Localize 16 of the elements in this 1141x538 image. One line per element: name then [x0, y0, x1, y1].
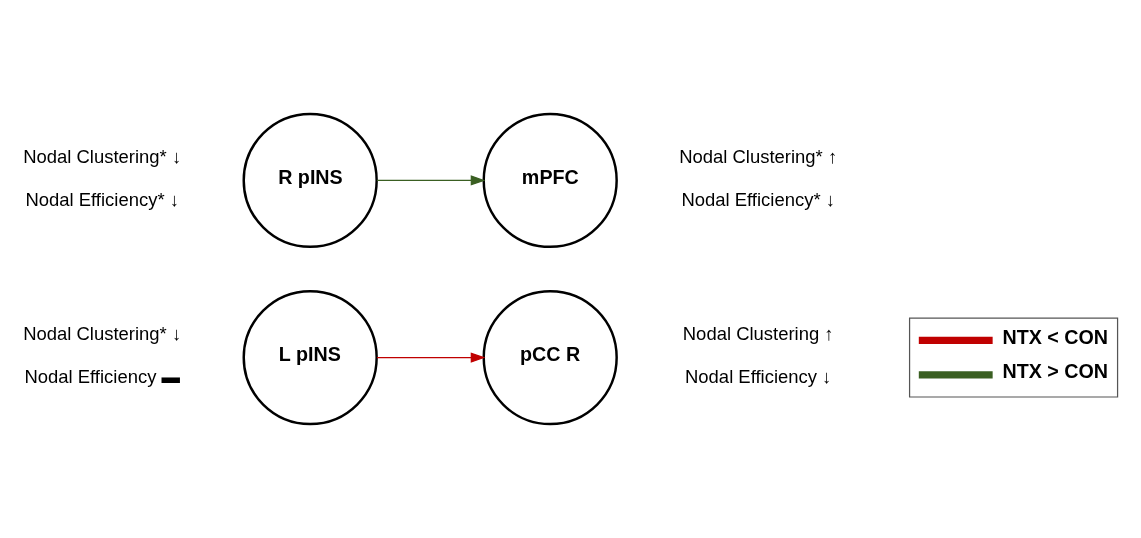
node-label: Nodal Efficiency* ↓ — [25, 189, 179, 211]
node-label: Nodal Efficiency ▬ — [24, 366, 180, 388]
node-label: Nodal Clustering* ↓ — [23, 146, 182, 168]
node-circle: mPFC — [482, 112, 618, 249]
node-label: Nodal Clustering* ↑ — [679, 146, 838, 168]
node-circle: pCC R — [482, 289, 618, 426]
node-label: Nodal Efficiency* ↓ — [681, 189, 835, 211]
node-circle: L pINS — [242, 289, 378, 426]
node-label: Nodal Clustering ↑ — [682, 323, 834, 345]
arrow — [376, 175, 486, 186]
legend-label: NTX > CON — [1002, 360, 1109, 383]
arrow — [376, 352, 486, 363]
node-label: Nodal Efficiency ↓ — [685, 366, 832, 388]
node-circle: R pINS — [242, 112, 378, 249]
node-label: Nodal Clustering* ↓ — [23, 323, 182, 345]
legend-label: NTX < CON — [1002, 325, 1109, 348]
